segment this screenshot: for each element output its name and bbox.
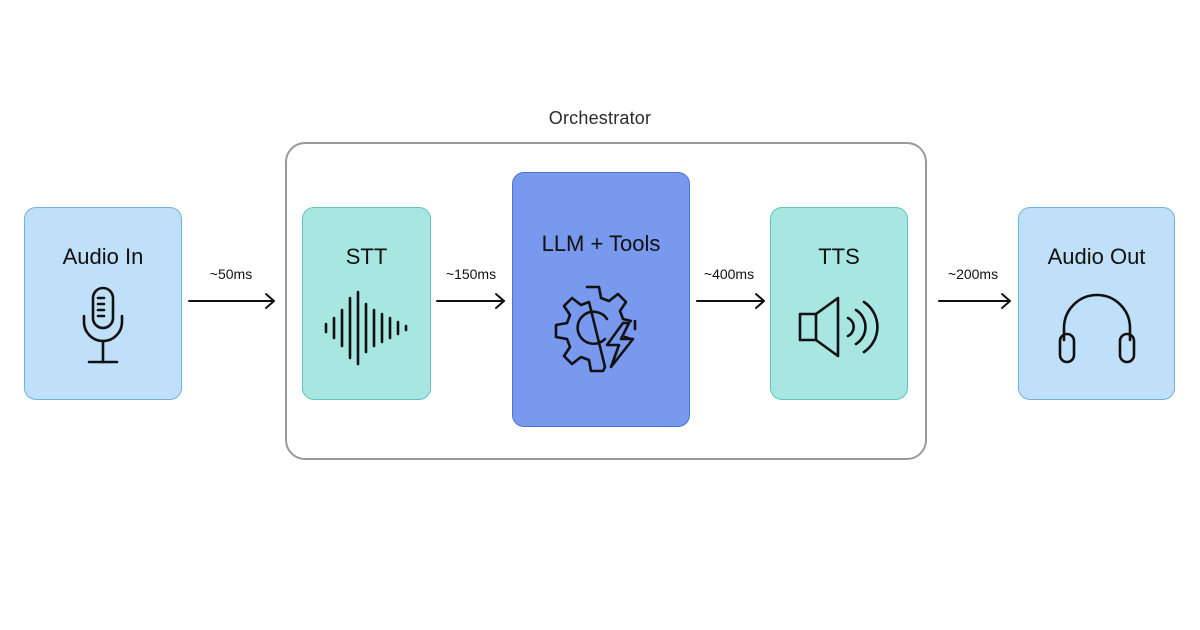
arrow-stt-to-llm (436, 293, 505, 309)
audio-out-node: Audio Out (1018, 207, 1175, 400)
arrow-llm-to-tts (696, 293, 765, 309)
arrow-audio-in-to-stt (188, 293, 275, 309)
latency-label-stt-llm: ~150ms (445, 266, 497, 282)
waveform-icon (324, 290, 407, 366)
tts-node: TTS (770, 207, 908, 400)
headphones-icon (1058, 293, 1135, 364)
speaker-icon (798, 296, 879, 358)
gear-lightning-icon (554, 285, 637, 373)
llm-tools-label: LLM + Tools (541, 231, 661, 256)
audio-in-node: Audio In (24, 207, 182, 400)
stt-label: STT (345, 244, 388, 269)
audio-in-label: Audio In (62, 244, 144, 269)
arrow-tts-to-audio-out (938, 293, 1011, 309)
latency-label-audio-in-stt: ~50ms (209, 266, 253, 282)
microphone-icon (82, 286, 124, 364)
stt-node: STT (302, 207, 431, 400)
tts-label: TTS (818, 244, 860, 269)
audio-out-label: Audio Out (1047, 244, 1146, 269)
latency-label-tts-audio-out: ~200ms (947, 266, 999, 282)
orchestrator-label: Orchestrator (548, 108, 652, 128)
latency-label-llm-tts: ~400ms (703, 266, 755, 282)
llm-tools-node: LLM + Tools (512, 172, 690, 427)
